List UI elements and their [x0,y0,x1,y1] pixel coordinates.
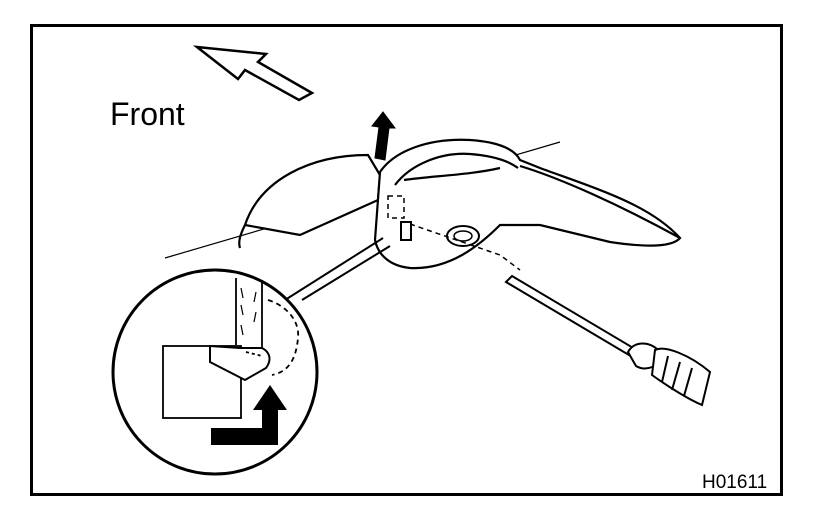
clip-tab [400,221,412,241]
lift-up-arrow-icon [371,111,396,161]
screwdriver-icon [504,274,712,407]
cover-shell [238,153,382,249]
hidden-clip [387,195,521,271]
front-direction-label: Front [110,96,185,132]
detail-contents [162,278,299,419]
handle-body [373,138,682,270]
figure-code: H01611 [702,472,768,493]
pry-direction-arrow-icon [211,385,287,445]
front-direction-arrow-icon [192,45,315,102]
detail-leader-lines [284,237,391,301]
